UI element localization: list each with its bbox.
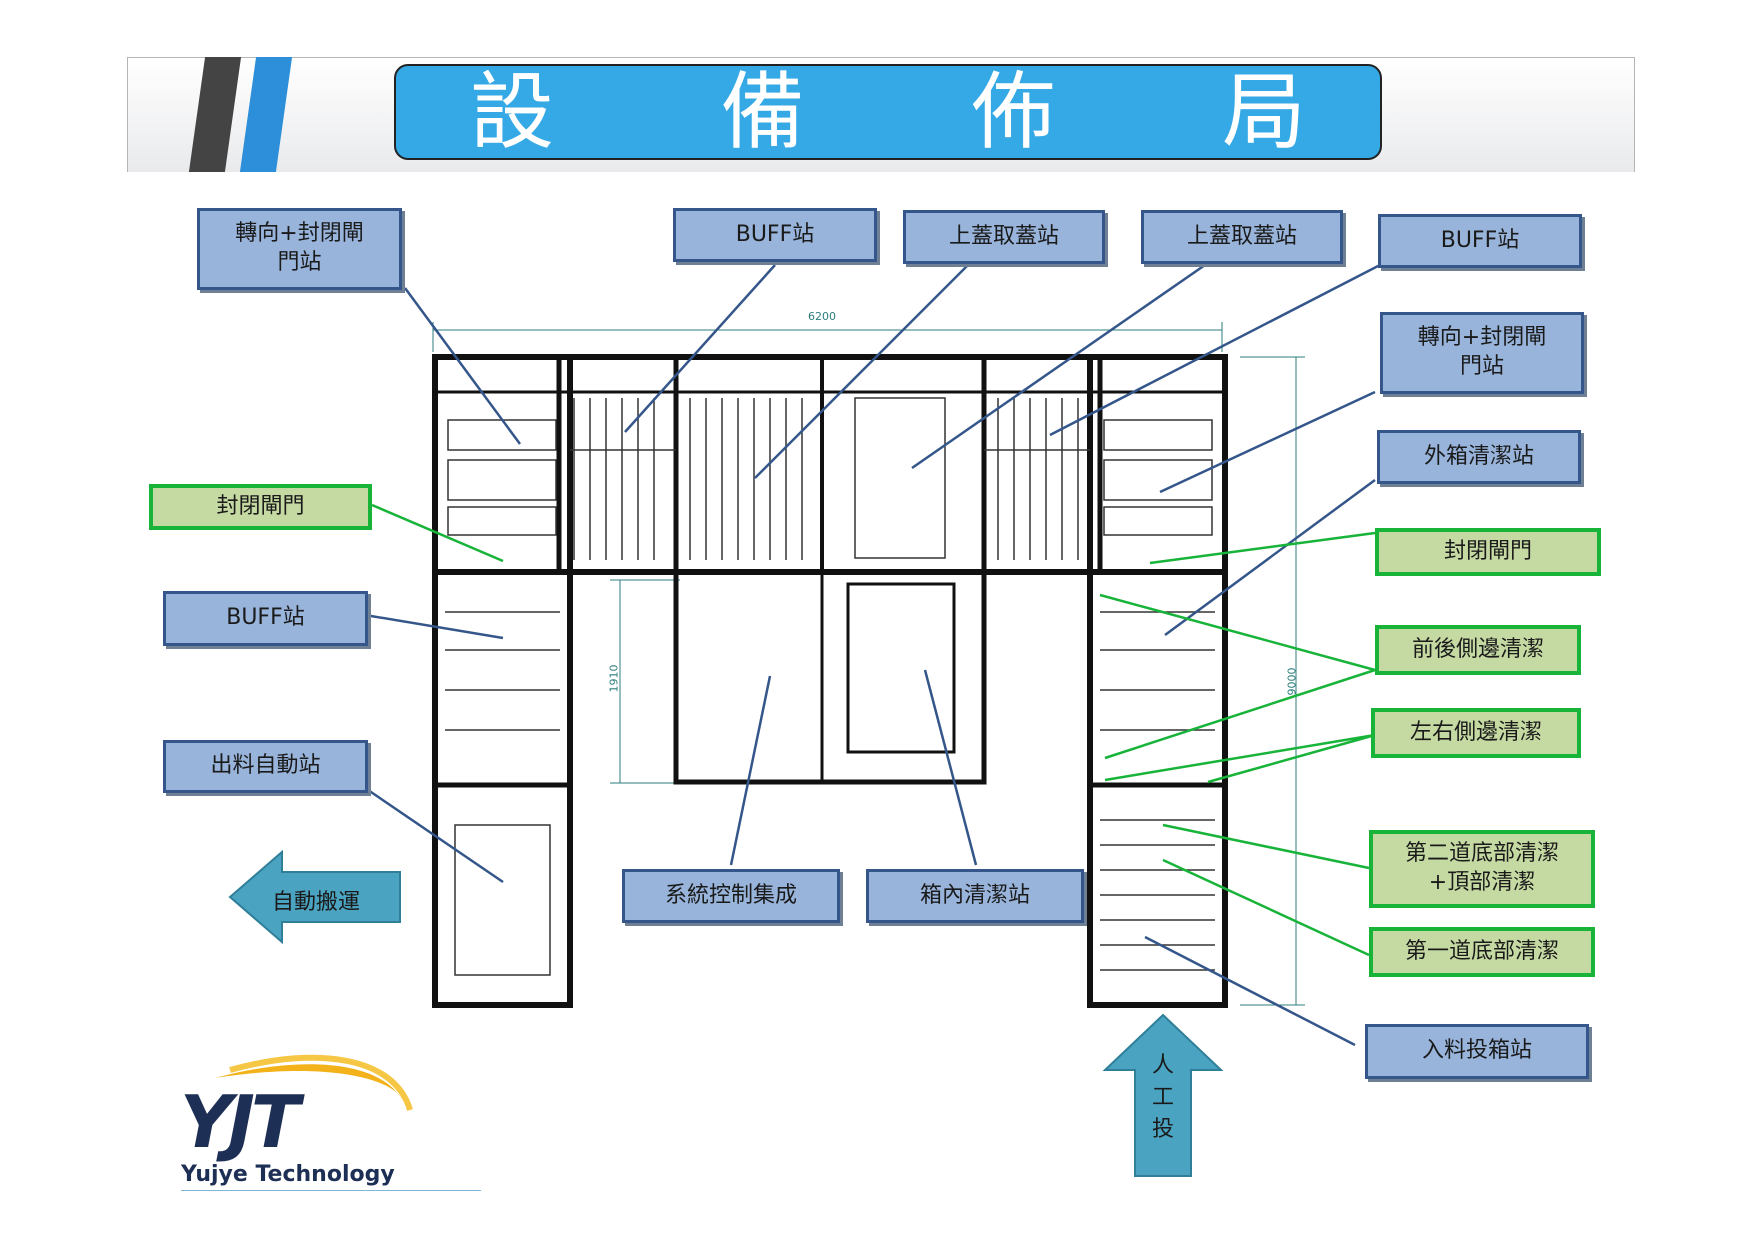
label-turn-seal-right: 轉向+封閉閘 門站 [1380, 312, 1584, 394]
logo-brand: YJT [180, 1080, 300, 1164]
label-in-feed: 入料投箱站 [1365, 1024, 1589, 1079]
leader-lines-blue [364, 263, 1381, 1047]
page-title-box: 設 備 佈 局 [394, 64, 1382, 160]
label-inner-clean: 箱內清潔站 [866, 869, 1084, 923]
label-second-bottom-clean: 第二道底部清潔 +頂部清潔 [1369, 830, 1595, 908]
dim-height: 9000 [1285, 667, 1299, 696]
label-left-right-clean: 左右側邊清潔 [1371, 708, 1581, 758]
leader-lines-green [371, 503, 1376, 957]
label-turn-seal-left: 轉向+封閉閘 門站 [197, 208, 402, 290]
page-title: 設 備 佈 局 [469, 63, 1377, 161]
label-lid-station-2: 上蓋取蓋站 [1141, 210, 1343, 264]
label-buff-left: BUFF站 [163, 591, 368, 646]
manual-input-arrow [1102, 1013, 1224, 1177]
label-out-auto: 出料自動站 [163, 740, 368, 793]
logo-company-name: Yujye Technology [181, 1162, 395, 1187]
logo-underline [181, 1190, 481, 1191]
label-buff-top-left: BUFF站 [673, 208, 877, 262]
dim-width: 6200 [808, 310, 836, 323]
label-seal-gate-left: 封閉閘門 [149, 484, 372, 530]
label-seal-gate-right: 封閉閘門 [1375, 528, 1601, 576]
label-buff-top-right: BUFF站 [1378, 214, 1582, 268]
manual-input-label: 人 工 投 [1151, 1053, 1174, 1142]
auto-transfer-label: 自動搬運 [272, 890, 361, 915]
logo-swoosh [215, 1064, 402, 1100]
company-logo: YJT [180, 1060, 410, 1190]
label-front-back-clean: 前後側邊清潔 [1375, 625, 1581, 675]
label-system-control: 系統控制集成 [622, 869, 840, 923]
dim-inner: 1910 [607, 664, 621, 693]
auto-transfer-arrow [228, 849, 401, 945]
label-lid-station-1: 上蓋取蓋站 [903, 210, 1105, 264]
machine-frame [432, 354, 1228, 1008]
label-first-bottom-clean: 第一道底部清潔 [1369, 927, 1595, 977]
label-outer-clean: 外箱清潔站 [1377, 430, 1581, 484]
